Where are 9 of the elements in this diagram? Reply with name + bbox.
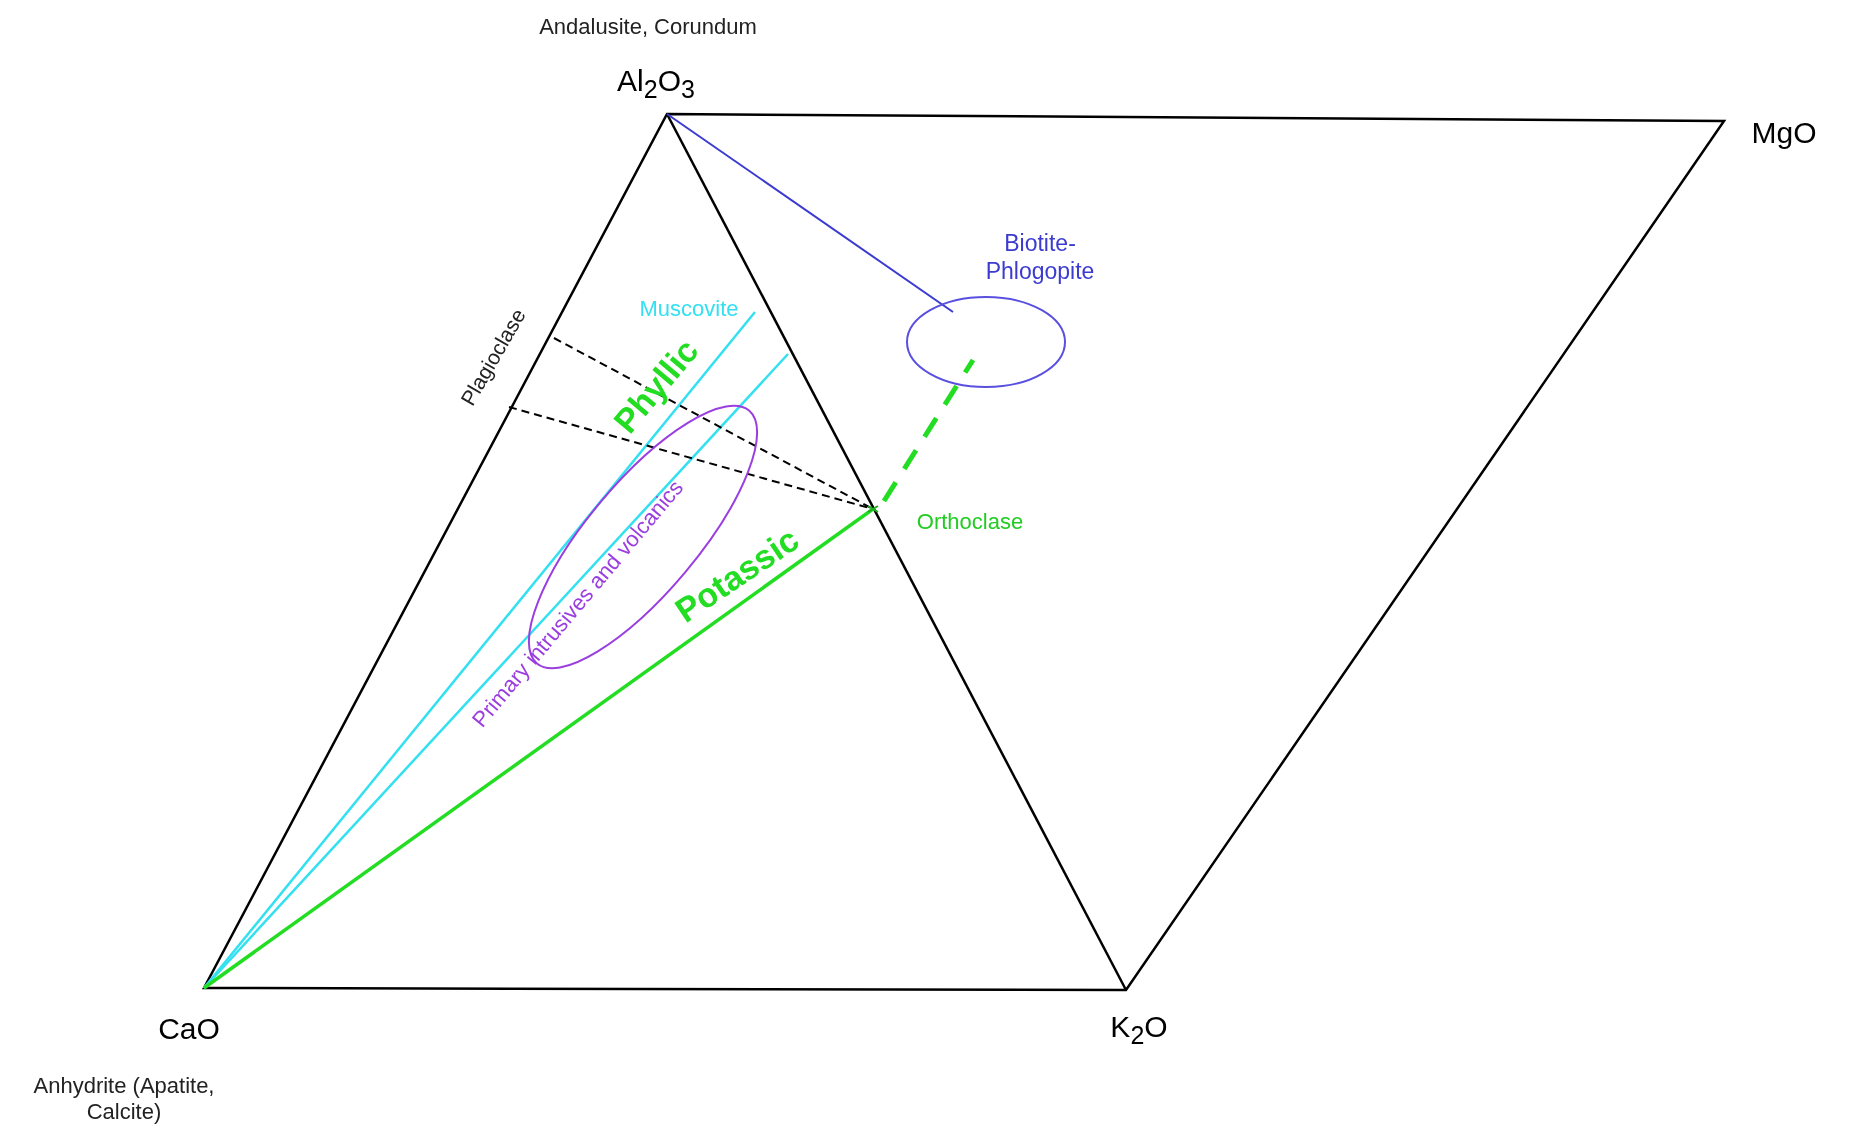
- oxide-label: K$_{2}$O: [1110, 1008, 1168, 1050]
- mineral-label: Biotite- Phlogopite: [984, 230, 1096, 286]
- oxide-label: CaO: [158, 1011, 220, 1047]
- mineral-label: Andalusite, Corundum: [539, 13, 757, 41]
- oxide-label: MgO: [1751, 115, 1817, 151]
- mineral-label: Anhydrite (Apatite, Calcite): [32, 1072, 216, 1126]
- oxide-label: Al$_{2}$O$_{3}$: [617, 62, 695, 104]
- mineral-label: Orthoclase: [916, 508, 1024, 536]
- mineral-label: Muscovite: [639, 295, 739, 323]
